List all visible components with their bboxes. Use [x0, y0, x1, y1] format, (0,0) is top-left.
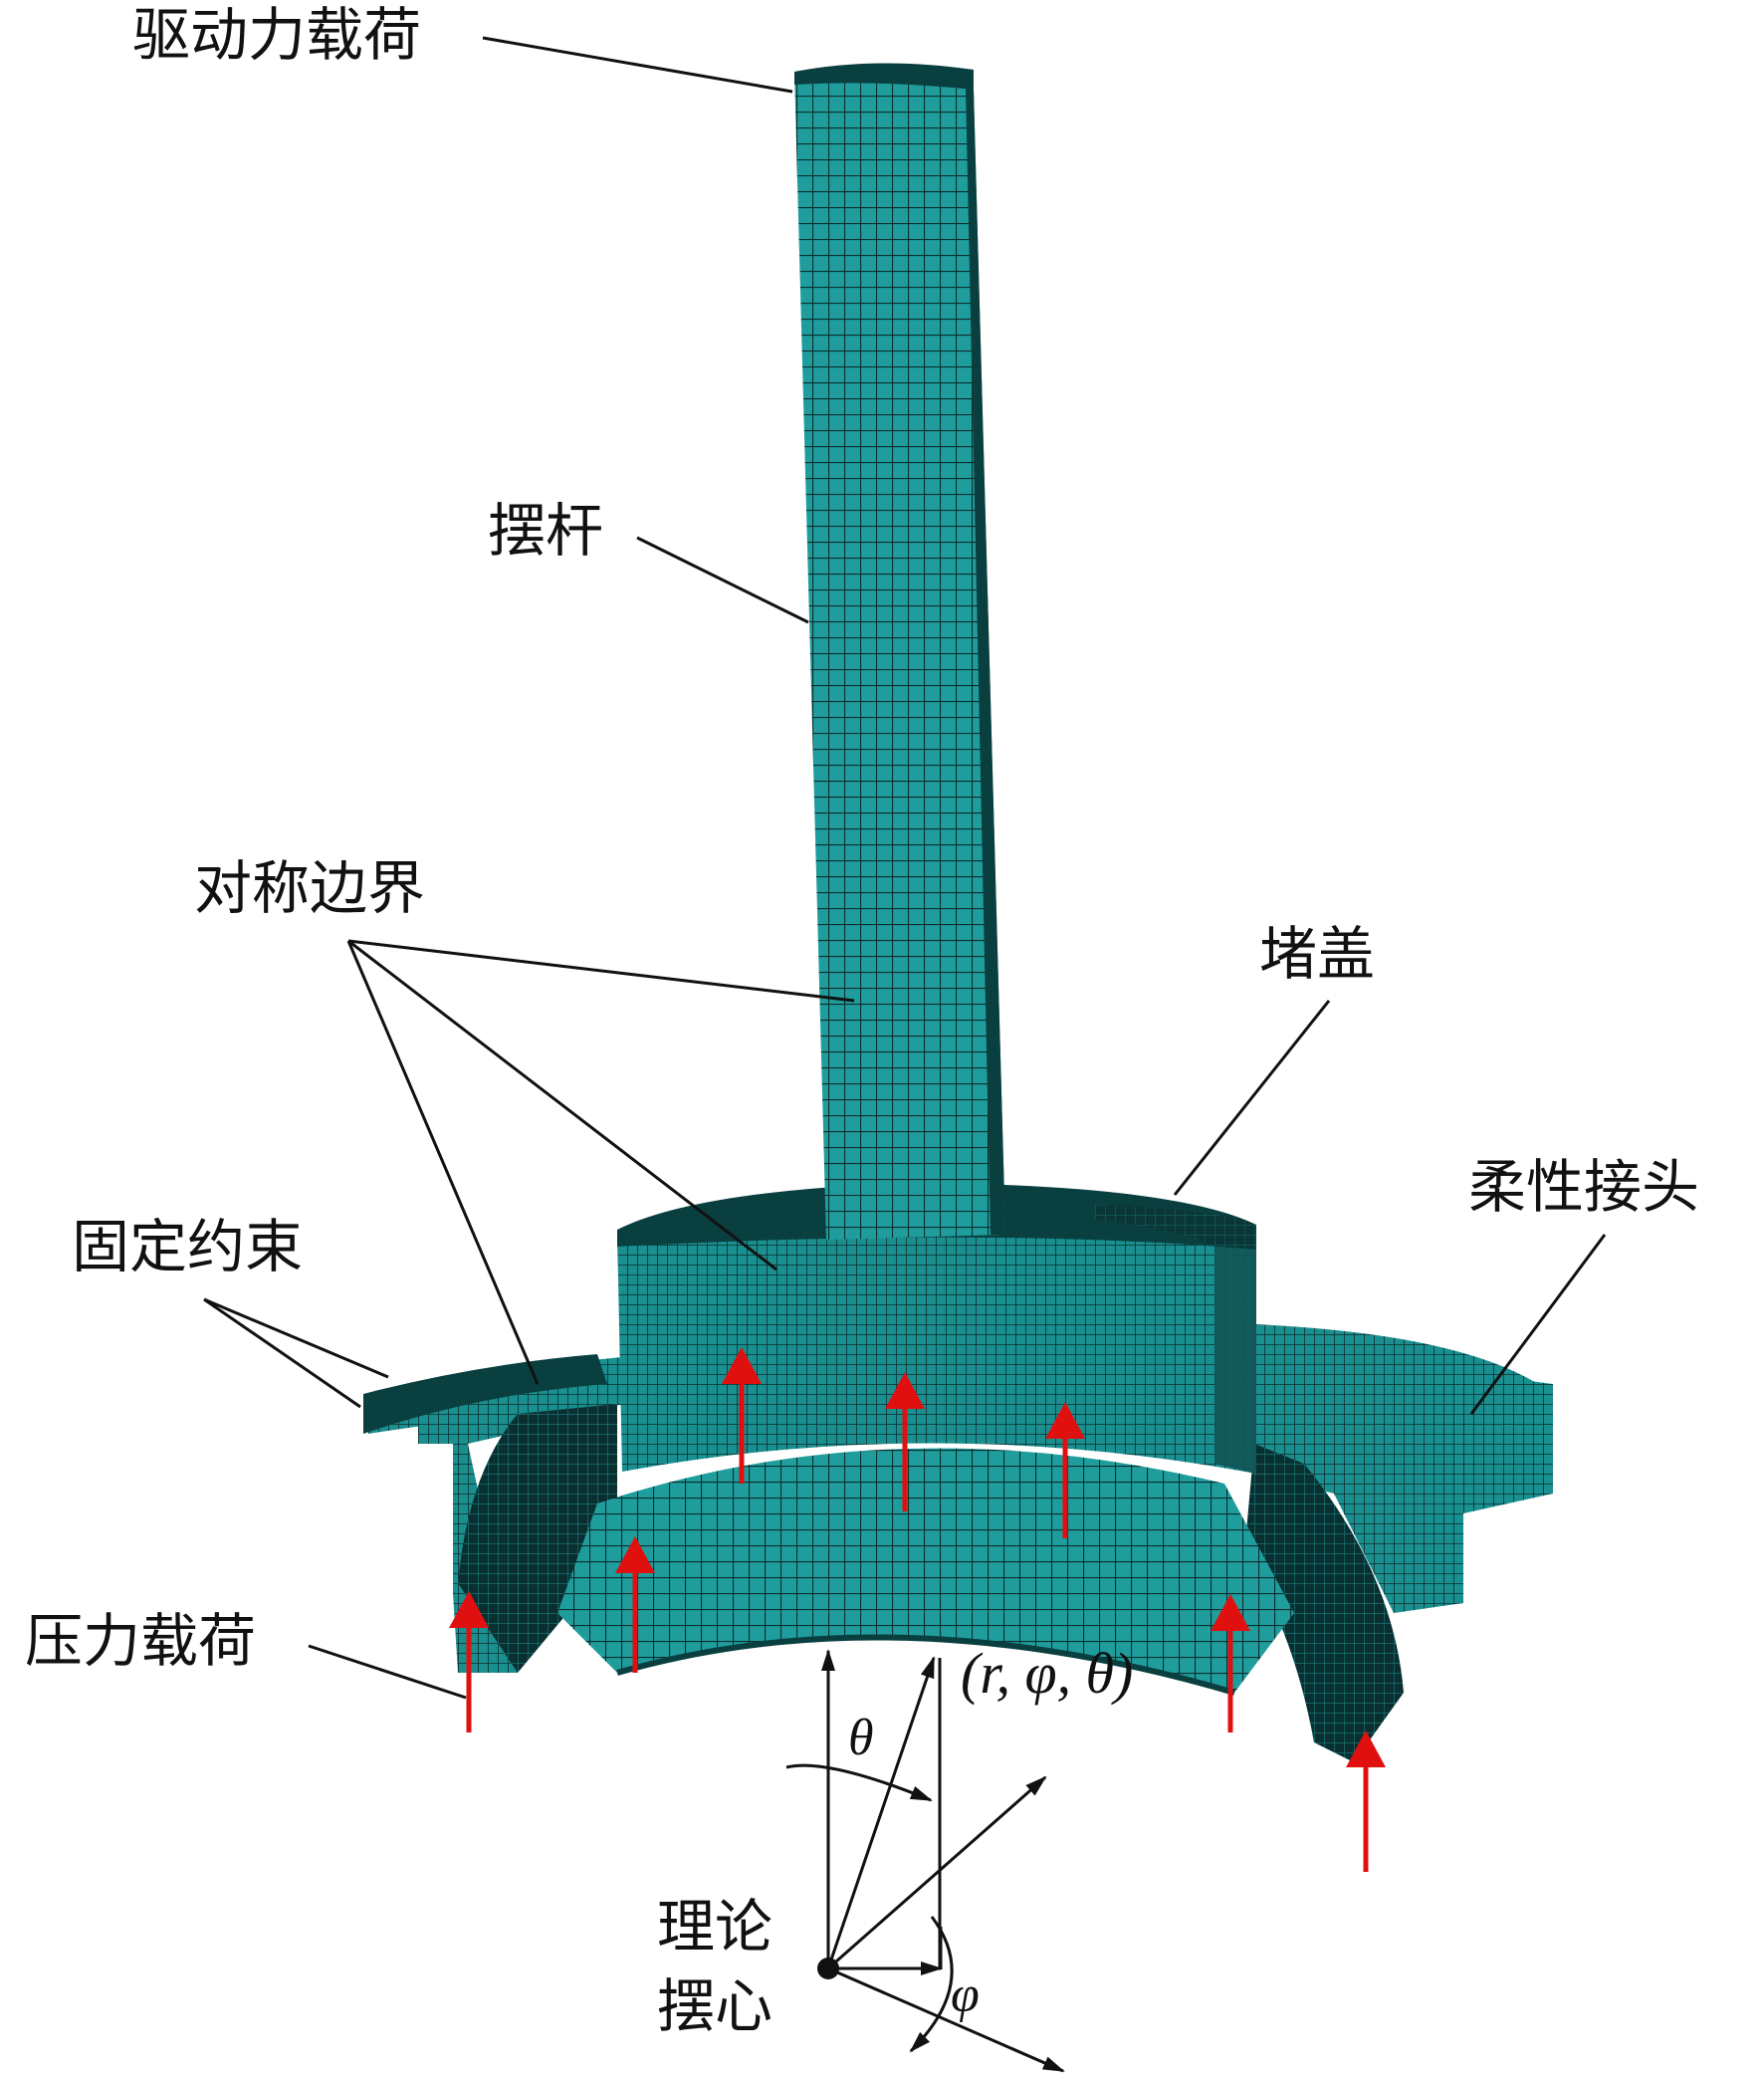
right-dark-band: [1244, 1444, 1404, 1762]
leader-symmetry-2: [347, 939, 777, 1271]
label-pressure-load: 压力载荷: [25, 1607, 256, 1675]
right-flange: [1254, 1324, 1553, 1613]
leader-swing-rod: [636, 536, 809, 624]
label-plug-cover: 堵盖: [1259, 920, 1375, 988]
swing-rod-mesh: [794, 64, 1005, 1240]
phi-arc: [909, 1916, 954, 2053]
left-dark-band: [458, 1404, 617, 1673]
x-axis: [827, 1966, 1065, 2073]
leader-symmetry-1: [347, 939, 855, 1003]
cover-right-dark: [1095, 1205, 1256, 1474]
theoretical-pivot-point: [817, 1958, 839, 1979]
r-vector: [826, 1656, 936, 1969]
pressure-arrows: [449, 1347, 1386, 1872]
cover-body: [617, 1225, 1256, 1474]
mesh-model: [363, 63, 1553, 1762]
label-theta: θ: [848, 1710, 874, 1766]
label-phi: φ: [951, 1966, 980, 2023]
leader-pressure-load: [308, 1644, 467, 1700]
label-symmetry-boundary: 对称边界: [194, 854, 425, 922]
label-swing-rod: 摆杆: [488, 497, 603, 565]
leader-symmetry-3: [346, 940, 540, 1385]
coordinate-system: [785, 1649, 1065, 2073]
bowl-edge: [616, 1634, 1235, 1696]
leader-drive-load: [482, 36, 793, 94]
label-drive-load: 驱动力载荷: [132, 1, 421, 69]
swing-rod-top: [794, 63, 974, 90]
theta-arc: [785, 1763, 933, 1802]
text-labels: 驱动力载荷 摆杆 对称边界 堵盖 柔性接头 固定约束 压力载荷 (r, φ, θ…: [25, 1, 1699, 2040]
leader-fixed-1: [203, 1297, 389, 1379]
label-coord-tuple: (r, φ, θ): [961, 1641, 1133, 1706]
swing-rod-side: [966, 88, 1005, 1235]
leader-flexible-joint: [1469, 1234, 1607, 1415]
leader-lines: [203, 36, 1607, 1700]
inner-bowl: [557, 1448, 1294, 1693]
label-center-line2: 摆心: [657, 1972, 772, 2040]
label-center-line1: 理论: [657, 1893, 772, 1961]
leader-plug-cover: [1173, 1000, 1331, 1196]
left-flange-top: [363, 1354, 607, 1434]
label-flexible-joint: 柔性接头: [1468, 1153, 1699, 1221]
label-fixed-constraint: 固定约束: [72, 1213, 303, 1280]
leader-fixed-2: [203, 1297, 361, 1409]
phi-direction: [827, 1775, 1047, 1970]
